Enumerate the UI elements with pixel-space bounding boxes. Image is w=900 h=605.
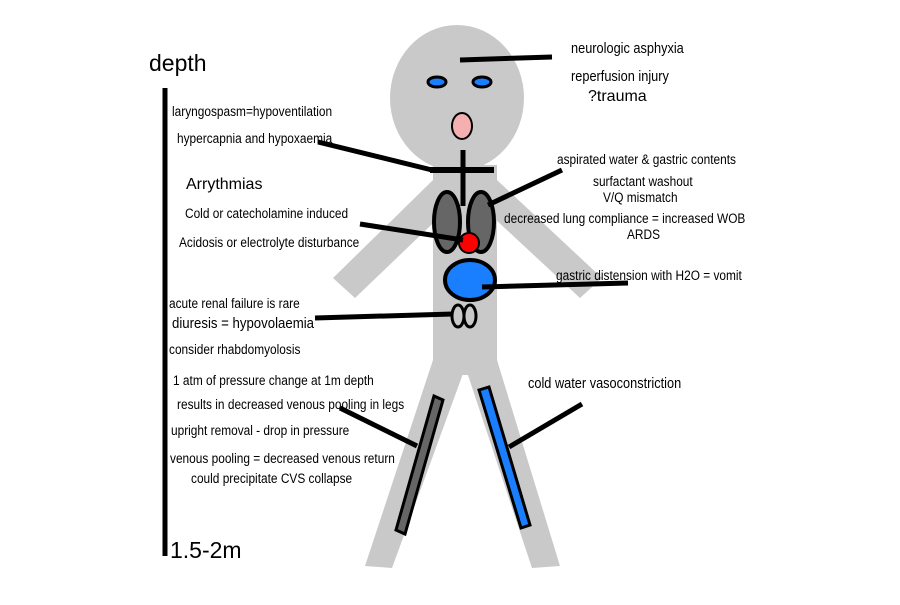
- circulation-note-2: results in decreased venous pooling in l…: [177, 397, 405, 412]
- left-kidney: [450, 303, 466, 329]
- head: [390, 25, 524, 171]
- kidneys-note-1: acute renal failure is rare: [169, 296, 300, 311]
- depth-range-label: 1.5-2m: [170, 537, 242, 563]
- lungs-note-4: decreased lung compliance = increased WO…: [504, 211, 746, 226]
- airway-note-1: laryngospasm=hypoventilation: [172, 104, 333, 119]
- heart-note-3: Acidosis or electrolyte disturbance: [179, 235, 360, 250]
- lungs-note-5: ARDS: [627, 227, 661, 242]
- right-arm: [480, 180, 602, 298]
- vessels-note: cold water vasoconstriction: [528, 376, 682, 392]
- airway-note-2: hypercapnia and hypoxaemia: [177, 131, 333, 146]
- heart-note-2: Cold or catecholamine induced: [185, 206, 349, 221]
- pointer-kidneys: [314, 311, 454, 321]
- circulation-note-1: 1 atm of pressure change at 1m depth: [173, 373, 374, 388]
- heart: [458, 232, 480, 254]
- pointer-airway: [317, 139, 433, 173]
- right-kidney: [462, 303, 478, 329]
- left-lung: [432, 190, 462, 254]
- right-leg-vessel: [477, 385, 532, 530]
- mouth: [451, 112, 473, 140]
- lungs-note-3: V/Q mismatch: [603, 190, 678, 205]
- lungs-note-2: surfactant washout: [593, 174, 693, 189]
- head-note-2: reperfusion injury: [571, 69, 669, 85]
- left-leg-vessel: [394, 393, 445, 537]
- stomach: [443, 258, 497, 302]
- stomach-note: gastric distension with H2O = vomit: [556, 268, 742, 283]
- left-eye: [426, 75, 448, 89]
- pointer-heart: [359, 221, 464, 243]
- pointer-head: [459, 54, 553, 63]
- head-note-3: ?trauma: [588, 88, 647, 105]
- pointer-lines: [314, 54, 629, 450]
- pointer-lungs: [486, 167, 564, 208]
- pointer-stomach: [481, 280, 629, 290]
- pointer-vessels: [507, 401, 584, 450]
- circulation-note-3: upright removal - drop in pressure: [171, 423, 350, 438]
- lungs-note-1: aspirated water & gastric contents: [557, 152, 736, 167]
- depth-label: depth: [149, 50, 207, 76]
- left-arm: [333, 180, 452, 298]
- circulation-note-4: venous pooling = decreased venous return: [170, 451, 395, 466]
- kidneys-note-2: diuresis = hypovolaemia: [172, 315, 314, 332]
- circulation-note-5: could precipitate CVS collapse: [191, 471, 353, 486]
- heart-note-1: Arrythmias: [186, 176, 263, 193]
- kidneys-note-3: consider rhabdomyolosis: [169, 342, 301, 357]
- head-note-1: neurologic asphyxia: [571, 41, 684, 57]
- pointer-circulation: [338, 405, 419, 449]
- right-eye: [471, 75, 493, 89]
